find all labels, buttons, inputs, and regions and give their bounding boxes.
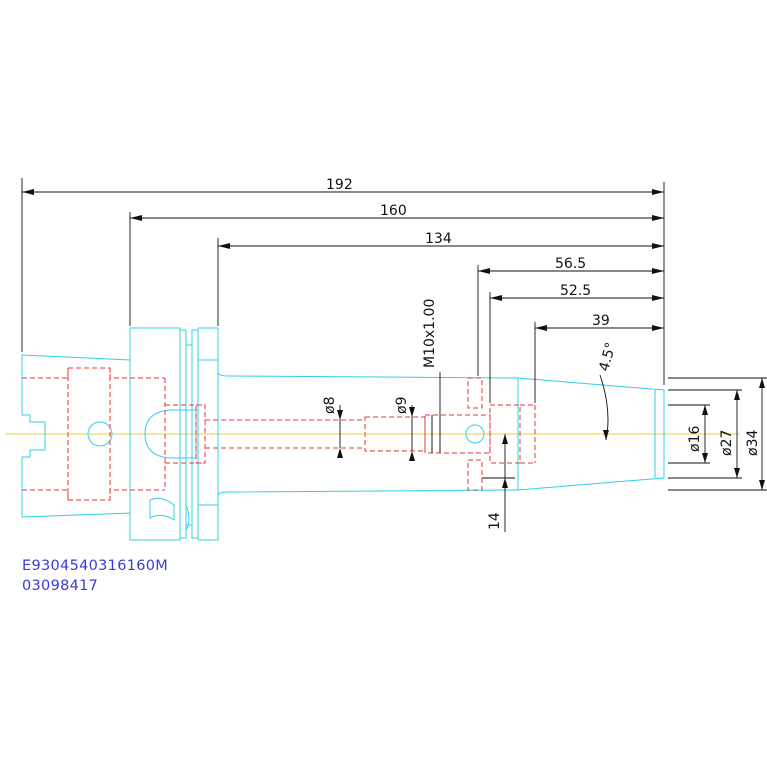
dim-bore-d9: ø9 xyxy=(394,397,410,414)
dimension-lines xyxy=(21,178,767,532)
part-number: 03098417 xyxy=(22,578,99,594)
dim-56-5: 56.5 xyxy=(555,256,586,272)
dim-taper-angle: 4.5° xyxy=(596,341,619,373)
dim-offset-14: 14 xyxy=(487,512,503,530)
part-code: E9304540316160M xyxy=(22,558,169,574)
dim-diameter-34: ø34 xyxy=(745,430,761,456)
dim-thread: M10x1.00 xyxy=(422,299,438,368)
dim-160: 160 xyxy=(380,203,407,219)
dim-39: 39 xyxy=(592,313,610,329)
dim-52-5: 52.5 xyxy=(560,283,591,299)
dim-bore-d16: ø16 xyxy=(687,426,703,452)
dim-diameter-27: ø27 xyxy=(719,430,735,456)
hidden-lines xyxy=(22,367,536,501)
dim-134: 134 xyxy=(425,231,452,247)
dim-192: 192 xyxy=(326,177,353,193)
dim-bore-d8: ø8 xyxy=(322,397,338,414)
